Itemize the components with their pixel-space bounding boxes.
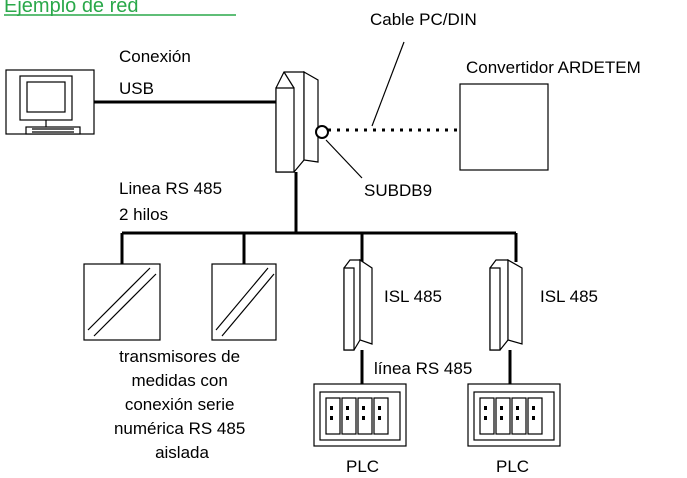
plc-left-label: PLC xyxy=(346,457,379,476)
computer-icon xyxy=(5,69,95,135)
transmitter-icon xyxy=(83,263,161,341)
connection-label-2: USB xyxy=(119,79,154,98)
transmitter-icon xyxy=(211,263,277,341)
connection-label-1: Conexión xyxy=(119,47,191,66)
subdb9-connector-icon xyxy=(315,125,329,139)
rs485-lower-label: línea RS 485 xyxy=(374,359,472,378)
transmitters-caption: transmisores de medidas con conexión ser… xyxy=(114,347,250,462)
isl-left-label: ISL 485 xyxy=(384,287,442,306)
ardetem-converter-box xyxy=(459,83,549,171)
plc-right-label: PLC xyxy=(496,457,529,476)
rs485-label-1: Linea RS 485 xyxy=(119,179,222,198)
plc-icon xyxy=(313,383,407,447)
rs485-label-2: 2 hilos xyxy=(119,205,168,224)
din-converter-icon xyxy=(275,70,319,173)
isolator-icon xyxy=(489,258,523,351)
plc-icon xyxy=(467,383,561,447)
isl-right-label: ISL 485 xyxy=(540,287,598,306)
isolator-icon xyxy=(343,258,373,351)
cable-pointer xyxy=(371,41,405,127)
converter-label: Convertidor ARDETEM xyxy=(466,58,641,77)
subdb9-label: SUBDB9 xyxy=(364,181,432,200)
subdb9-pointer xyxy=(325,139,363,179)
cable-label: Cable PC/DIN xyxy=(370,10,477,29)
diagram-title: Ejemplo de red xyxy=(4,0,139,17)
